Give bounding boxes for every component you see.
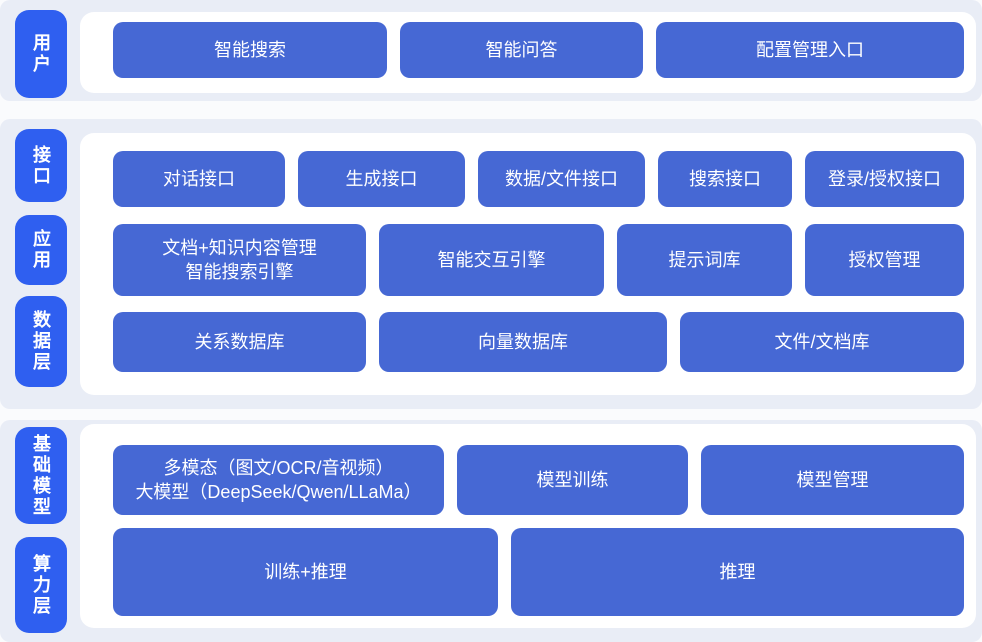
layer-pill-interface-label: 接口 bbox=[31, 144, 51, 187]
block-smart-search: 智能搜索 bbox=[113, 22, 387, 78]
block-prompt-library: 提示词库 bbox=[617, 224, 792, 296]
layer-pill-compute-label: 算力层 bbox=[31, 553, 51, 617]
user-layer-rail: 用户 bbox=[0, 0, 80, 101]
layer-pill-foundation-model: 基础模型 bbox=[15, 427, 67, 524]
foundation-model-row: 多模态（图文/OCR/音视频） 大模型（DeepSeek/Qwen/LLaMa）… bbox=[113, 445, 964, 515]
block-vector-database: 向量数据库 bbox=[379, 312, 667, 372]
block-login-auth-api: 登录/授权接口 bbox=[805, 151, 964, 207]
layer-pill-data: 数据层 bbox=[15, 296, 67, 387]
block-doc-knowledge-management-search-engine: 文档+知识内容管理 智能搜索引擎 bbox=[113, 224, 366, 296]
interface-layer-row: 对话接口 生成接口 数据/文件接口 搜索接口 登录/授权接口 bbox=[113, 151, 964, 207]
block-relational-database: 关系数据库 bbox=[113, 312, 366, 372]
block-training-inference: 训练+推理 bbox=[113, 528, 498, 616]
block-inference: 推理 bbox=[511, 528, 964, 616]
block-config-management-entry: 配置管理入口 bbox=[656, 22, 964, 78]
bottom-layers-rail: 基础模型 算力层 bbox=[0, 420, 80, 642]
data-layer-row: 关系数据库 向量数据库 文件/文档库 bbox=[113, 312, 964, 372]
section-user-layer: 用户 智能搜索 智能问答 配置管理入口 bbox=[0, 0, 982, 101]
layer-pill-application: 应用 bbox=[15, 215, 67, 285]
block-model-training: 模型训练 bbox=[457, 445, 688, 515]
block-dialog-api: 对话接口 bbox=[113, 151, 285, 207]
layer-pill-interface: 接口 bbox=[15, 129, 67, 202]
layer-pill-user-label: 用户 bbox=[31, 33, 51, 75]
block-generation-api: 生成接口 bbox=[298, 151, 465, 207]
bottom-layers-panel: 多模态（图文/OCR/音视频） 大模型（DeepSeek/Qwen/LLaMa）… bbox=[80, 424, 976, 628]
user-layer-row: 智能搜索 智能问答 配置管理入口 bbox=[113, 22, 964, 78]
block-multimodal-large-model: 多模态（图文/OCR/音视频） 大模型（DeepSeek/Qwen/LLaMa） bbox=[113, 445, 444, 515]
block-smart-qa: 智能问答 bbox=[400, 22, 643, 78]
block-model-management: 模型管理 bbox=[701, 445, 964, 515]
user-layer-panel: 智能搜索 智能问答 配置管理入口 bbox=[80, 12, 976, 93]
section-bottom-layers: 基础模型 算力层 多模态（图文/OCR/音视频） 大模型（DeepSeek/Qw… bbox=[0, 420, 982, 642]
application-layer-row: 文档+知识内容管理 智能搜索引擎 智能交互引擎 提示词库 授权管理 bbox=[113, 224, 964, 296]
compute-layer-row: 训练+推理 推理 bbox=[113, 528, 964, 616]
block-authorization-management: 授权管理 bbox=[805, 224, 964, 296]
block-file-document-store: 文件/文档库 bbox=[680, 312, 964, 372]
block-search-api: 搜索接口 bbox=[658, 151, 792, 207]
middle-layers-rail: 接口 应用 数据层 bbox=[0, 119, 80, 409]
middle-layers-panel: 对话接口 生成接口 数据/文件接口 搜索接口 登录/授权接口 文档+知识内容管理… bbox=[80, 133, 976, 395]
layer-pill-foundation-model-label: 基础模型 bbox=[31, 433, 51, 518]
layer-pill-compute: 算力层 bbox=[15, 537, 67, 633]
layer-pill-user: 用户 bbox=[15, 10, 67, 98]
layer-pill-application-label: 应用 bbox=[31, 229, 51, 271]
block-intelligent-interaction-engine: 智能交互引擎 bbox=[379, 224, 604, 296]
layer-pill-data-label: 数据层 bbox=[31, 310, 51, 373]
block-data-file-api: 数据/文件接口 bbox=[478, 151, 645, 207]
section-middle-layers: 接口 应用 数据层 对话接口 生成接口 数据/文件接口 搜索接口 登录/授权接口… bbox=[0, 119, 982, 409]
